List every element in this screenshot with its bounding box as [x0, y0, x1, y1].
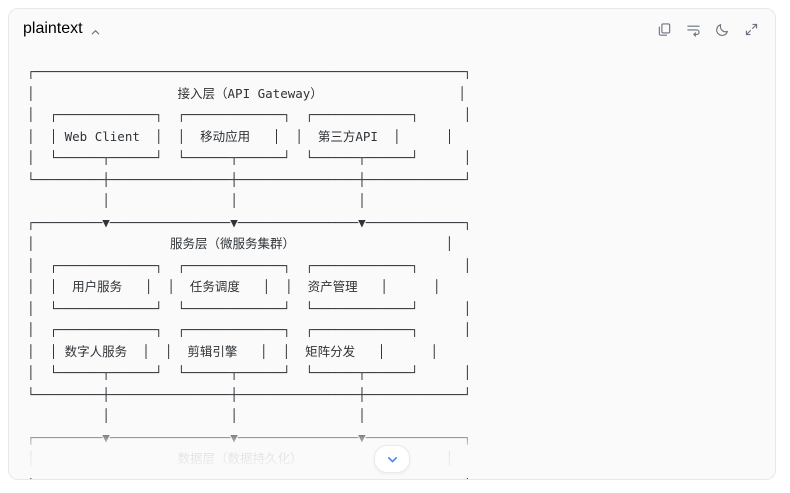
- fullscreen-icon[interactable]: [744, 22, 759, 37]
- header-left-group: plaintext: [9, 20, 101, 38]
- theme-icon[interactable]: [715, 22, 730, 37]
- code-block-header: plaintext: [9, 9, 775, 49]
- ascii-architecture-diagram: ┌───────────────────────────────────────…: [27, 64, 472, 479]
- copy-icon[interactable]: [657, 22, 672, 37]
- chevron-up-icon[interactable]: [90, 25, 101, 36]
- expand-button[interactable]: [374, 445, 410, 473]
- wrap-icon[interactable]: [686, 22, 701, 37]
- header-actions: [657, 22, 775, 37]
- code-block-card: plaintext ┌─────────────────────────────…: [8, 8, 776, 480]
- code-language-label: plaintext: [23, 20, 83, 37]
- code-content: ┌───────────────────────────────────────…: [9, 49, 775, 479]
